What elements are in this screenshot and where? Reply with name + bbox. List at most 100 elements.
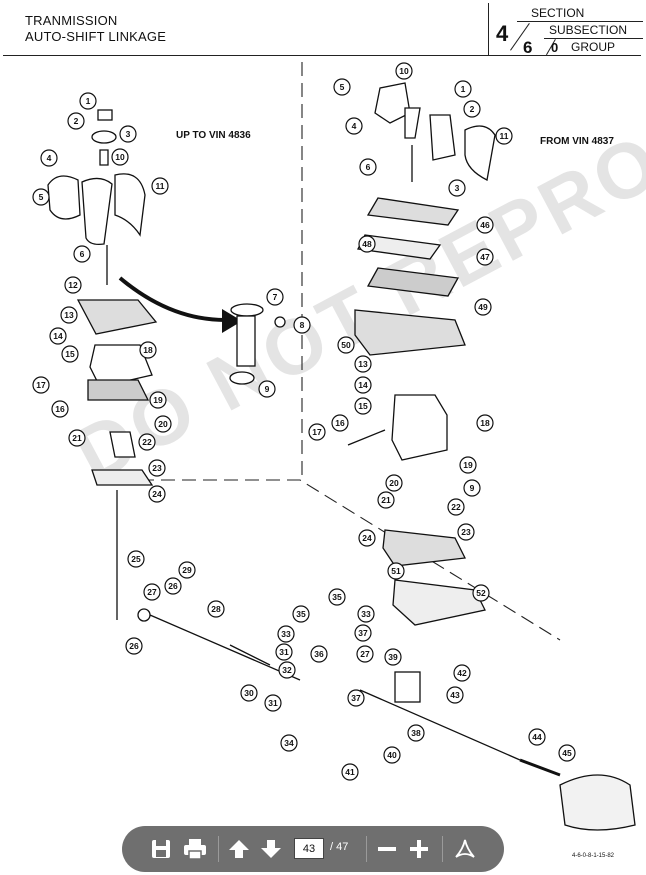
note-right: FROM VIN 4837 — [540, 136, 614, 147]
callout-label: 16 — [55, 404, 65, 414]
callout-circle — [387, 562, 405, 580]
part-shaft — [236, 315, 256, 367]
callout-label: 2 — [470, 104, 475, 114]
part-30-end — [229, 644, 271, 666]
callout-circle — [447, 498, 465, 516]
callout-circle — [474, 298, 492, 316]
callout-label: 36 — [314, 649, 324, 659]
part-18r — [391, 394, 448, 461]
callout-circle — [139, 341, 157, 359]
callout-circle — [61, 345, 79, 363]
callout-circle — [395, 62, 413, 80]
callout-circle — [354, 397, 372, 415]
callout-circle — [51, 400, 69, 418]
zoom-out-icon — [378, 847, 396, 851]
callout-circle — [264, 694, 282, 712]
callout-circle — [310, 645, 328, 663]
callout-circle — [558, 744, 576, 762]
print-button[interactable] — [180, 834, 210, 864]
callout-label: 32 — [282, 665, 292, 675]
callout-circle — [308, 423, 326, 441]
callout-circle — [258, 380, 276, 398]
callout-circle — [73, 245, 91, 263]
callout-label: 11 — [156, 181, 165, 191]
callout-label: 39 — [388, 652, 398, 662]
callout-circle — [32, 188, 50, 206]
callout-circle — [125, 637, 143, 655]
callout-label: 16 — [335, 418, 345, 428]
callout-circle — [111, 148, 129, 166]
callout-label: 17 — [36, 380, 46, 390]
part-3r — [429, 114, 456, 161]
zoom-out-button[interactable] — [372, 834, 402, 864]
callout-label: 43 — [450, 690, 460, 700]
callout-label: 52 — [476, 588, 486, 598]
callout-label: 46 — [480, 220, 490, 230]
callout-circle — [476, 414, 494, 432]
part-4r — [374, 82, 411, 124]
part-38-cable — [359, 689, 521, 761]
callout-label: 42 — [457, 668, 467, 678]
callout-label: 7 — [273, 292, 278, 302]
part-26 — [137, 608, 151, 622]
callout-label: 20 — [158, 419, 168, 429]
page-down-button[interactable] — [256, 834, 286, 864]
callout-circle — [151, 177, 169, 195]
page-up-button[interactable] — [224, 834, 254, 864]
arrow-up-icon — [229, 840, 249, 858]
zoom-in-button[interactable] — [404, 834, 434, 864]
callout-circle — [148, 459, 166, 477]
callout-label: 3 — [126, 129, 131, 139]
group-label: GROUP — [571, 40, 616, 54]
callout-circle — [328, 588, 346, 606]
callout-label: 8 — [300, 320, 305, 330]
part-22 — [109, 431, 136, 458]
callout-circle — [354, 376, 372, 394]
subsection-value: 6 — [523, 38, 533, 57]
callout-label: 14 — [53, 331, 63, 341]
callout-circle — [164, 577, 182, 595]
callout-circle — [154, 415, 172, 433]
toolbar-separator — [366, 836, 367, 862]
callout-circle — [354, 624, 372, 642]
callout-label: 51 — [391, 566, 401, 576]
callout-label: 49 — [478, 302, 488, 312]
callout-circle — [68, 429, 86, 447]
save-button[interactable] — [146, 834, 176, 864]
part-30-rod — [149, 614, 301, 681]
callout-label: 5 — [39, 192, 44, 202]
callout-circle — [278, 661, 296, 679]
callout-circle — [354, 355, 372, 373]
section-value: 4 — [496, 21, 509, 46]
callout-circle — [178, 561, 196, 579]
callout-label: 28 — [211, 604, 221, 614]
print-icon — [184, 839, 206, 860]
callout-circle — [347, 689, 365, 707]
callout-label: 2 — [74, 116, 79, 126]
page-number-input[interactable]: 43 — [294, 838, 324, 859]
divider — [544, 38, 643, 39]
callout-label: 24 — [362, 533, 372, 543]
save-icon — [152, 840, 170, 858]
acrobat-button[interactable] — [450, 834, 480, 864]
callout-label: 44 — [532, 732, 542, 742]
callout-label: 4 — [352, 121, 357, 131]
callout-label: 15 — [358, 401, 368, 411]
callout-label: 23 — [152, 463, 162, 473]
callout-label: 37 — [351, 693, 361, 703]
callout-label: 34 — [284, 738, 294, 748]
callout-circle — [358, 235, 376, 253]
callout-label: 18 — [143, 345, 153, 355]
part-52 — [392, 579, 486, 626]
page-title: TRANMISSION AUTO-SHIFT LINKAGE — [25, 13, 166, 45]
arrow-shaft — [118, 276, 226, 322]
toolbar-separator — [442, 836, 443, 862]
part-3 — [91, 130, 117, 144]
divider — [517, 21, 643, 22]
callout-label: 50 — [341, 340, 351, 350]
diagonal-separator — [98, 479, 561, 641]
callout-label: 40 — [387, 750, 397, 760]
callout-label: 23 — [461, 527, 471, 537]
part-9 — [229, 371, 255, 385]
